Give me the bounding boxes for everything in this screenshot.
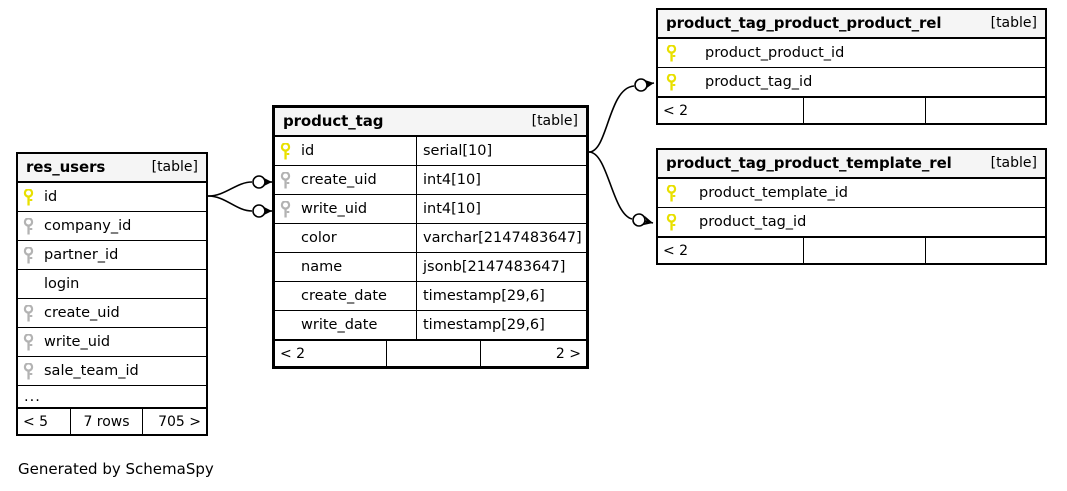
footer-row-count	[803, 98, 925, 123]
no-key-spacer	[275, 311, 295, 339]
column-name: write_date	[301, 317, 378, 333]
table-row[interactable]: company_id	[18, 212, 206, 241]
table-row[interactable]: partner_id	[18, 241, 206, 270]
column-name: product_product_id	[705, 45, 845, 61]
edge-product-tag-id-to-product-template-rel	[588, 151, 654, 227]
table-row[interactable]: create_uid int4[10]	[275, 166, 586, 195]
table-row[interactable]: id serial[10]	[275, 137, 586, 166]
column-name: create_date	[301, 288, 387, 304]
footer-incoming-count[interactable]: < 2	[663, 242, 689, 259]
column-name: id	[44, 189, 58, 205]
footer-outgoing-count[interactable]	[925, 98, 1045, 123]
column-type: int4[10]	[416, 166, 586, 194]
table-header-product-tag-product-template-rel: product_tag_product_template_rel [table]	[658, 150, 1045, 179]
primary-key-icon	[275, 137, 295, 165]
no-key-spacer	[18, 270, 38, 298]
table-kind-label: [table]	[531, 113, 578, 129]
table-product-tag-product-product-rel[interactable]: product_tag_product_product_rel [table] …	[656, 8, 1047, 125]
column-type: int4[10]	[416, 195, 586, 223]
edge-product-tag-id-to-product-product-rel	[588, 78, 655, 153]
table-title: product_tag_product_template_rel	[666, 154, 952, 172]
more-columns-ellipsis: ...	[18, 386, 206, 408]
primary-key-icon	[658, 68, 684, 96]
no-key-spacer	[275, 253, 295, 281]
column-name: product_tag_id	[699, 214, 807, 230]
footer-outgoing-count[interactable]: 705 >	[142, 409, 206, 434]
footer-outgoing-count[interactable]	[925, 238, 1045, 263]
table-row[interactable]: product_tag_id	[658, 208, 1045, 237]
table-header-res-users: res_users [table]	[18, 154, 206, 183]
table-row[interactable]: id	[18, 183, 206, 212]
table-footer-product-tag: < 2 2 >	[275, 340, 586, 366]
table-res-users[interactable]: res_users [table] id company_id partner_…	[16, 152, 208, 436]
table-row[interactable]: create_date timestamp[29,6]	[275, 282, 586, 311]
footer-outgoing-count[interactable]: 2 >	[480, 341, 586, 366]
table-row[interactable]: product_product_id	[658, 39, 1045, 68]
footer-incoming-count[interactable]: < 2	[280, 345, 306, 362]
primary-key-icon	[658, 39, 684, 67]
column-type: timestamp[29,6]	[416, 282, 586, 310]
no-key-spacer	[275, 224, 295, 252]
table-product-tag[interactable]: product_tag [table] id serial[10] create…	[272, 105, 589, 369]
table-footer-product-tag-product-template-rel: < 2	[658, 237, 1045, 263]
column-name: partner_id	[44, 247, 119, 263]
foreign-key-icon	[18, 299, 38, 327]
no-key-spacer	[275, 282, 295, 310]
table-footer-res-users: < 5 7 rows 705 >	[18, 408, 206, 434]
column-name: name	[301, 259, 343, 275]
edge-res-users-id-to-product-tag-create-uid	[207, 175, 272, 197]
table-row[interactable]: color varchar[2147483647]	[275, 224, 586, 253]
column-name: write_uid	[301, 201, 368, 217]
foreign-key-icon	[18, 241, 38, 269]
footer-row-count: 7 rows	[70, 409, 142, 434]
foreign-key-icon	[18, 328, 38, 356]
table-row[interactable]: product_template_id	[658, 179, 1045, 208]
table-row[interactable]: write_date timestamp[29,6]	[275, 311, 586, 340]
table-title: res_users	[26, 158, 106, 176]
table-header-product-tag: product_tag [table]	[275, 108, 586, 137]
table-row[interactable]: sale_team_id	[18, 357, 206, 386]
column-name: id	[301, 143, 315, 159]
table-row[interactable]: write_uid int4[10]	[275, 195, 586, 224]
column-name: create_uid	[44, 305, 120, 321]
edge-res-users-id-to-product-tag-write-uid	[207, 195, 272, 218]
table-product-tag-product-template-rel[interactable]: product_tag_product_template_rel [table]…	[656, 148, 1047, 265]
foreign-key-icon	[275, 195, 295, 223]
column-name: create_uid	[301, 172, 377, 188]
column-name: product_template_id	[699, 185, 848, 201]
table-row[interactable]: product_tag_id	[658, 68, 1045, 97]
table-footer-product-tag-product-product-rel: < 2	[658, 97, 1045, 123]
column-name: color	[301, 230, 337, 246]
foreign-key-icon	[275, 166, 295, 194]
column-name: product_tag_id	[705, 74, 813, 90]
foreign-key-icon	[18, 357, 38, 385]
column-name: login	[44, 276, 80, 292]
primary-key-icon	[658, 179, 684, 207]
table-row[interactable]: name jsonb[2147483647]	[275, 253, 586, 282]
footer-incoming-count[interactable]: < 5	[23, 413, 49, 430]
table-kind-label: [table]	[151, 159, 198, 175]
column-name: write_uid	[44, 334, 111, 350]
column-name: sale_team_id	[44, 363, 139, 379]
table-header-product-tag-product-product-rel: product_tag_product_product_rel [table]	[658, 10, 1045, 39]
column-name: company_id	[44, 218, 132, 234]
table-row[interactable]: write_uid	[18, 328, 206, 357]
table-title: product_tag	[283, 112, 384, 130]
table-row[interactable]: create_uid	[18, 299, 206, 328]
foreign-key-icon	[18, 212, 38, 240]
column-type: serial[10]	[416, 137, 586, 165]
column-type: varchar[2147483647]	[416, 224, 586, 252]
primary-key-icon	[658, 208, 684, 236]
footer-row-count	[803, 238, 925, 263]
table-kind-label: [table]	[990, 15, 1037, 31]
table-title: product_tag_product_product_rel	[666, 14, 942, 32]
table-row[interactable]: login	[18, 270, 206, 299]
generated-by-caption: Generated by SchemaSpy	[18, 460, 214, 478]
footer-row-count	[386, 341, 480, 366]
footer-incoming-count[interactable]: < 2	[663, 102, 689, 119]
table-kind-label: [table]	[990, 155, 1037, 171]
column-type: jsonb[2147483647]	[416, 253, 586, 281]
primary-key-icon	[18, 183, 38, 211]
column-type: timestamp[29,6]	[416, 311, 586, 339]
